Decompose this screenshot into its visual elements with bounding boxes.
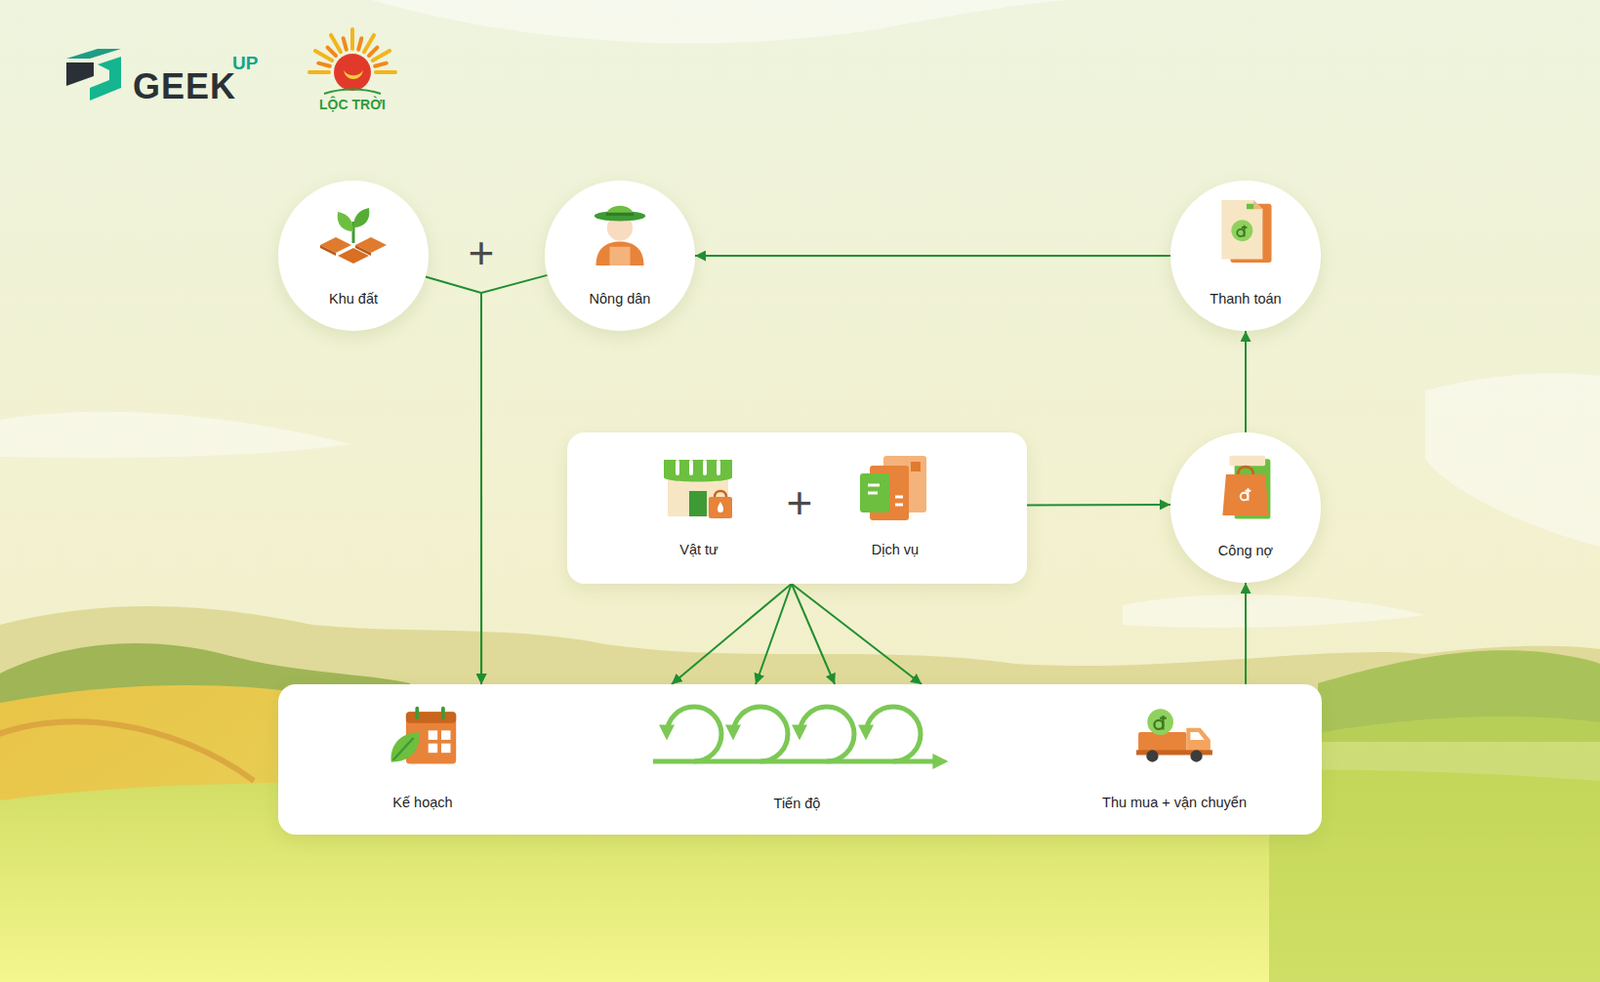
- flow-arrow: [1026, 503, 1171, 506]
- node-label: Công nợ: [1170, 540, 1321, 561]
- node-label: Dịch vụ: [831, 539, 959, 560]
- flow-arrow: [695, 254, 1171, 257]
- icon: [385, 703, 460, 771]
- plus-sign: +: [779, 480, 820, 526]
- flow-arrow: [755, 583, 792, 685]
- icon: [856, 453, 935, 523]
- purchase-step: Thu mua + vận chuyển: [1026, 684, 1322, 835]
- debt-circle: Công nợ: [1170, 432, 1321, 583]
- process-panel: Kế hoạchTiến độThu mua + vận chuyển: [278, 684, 1322, 835]
- icon: [567, 684, 1027, 835]
- node-label: Thanh toán: [1170, 288, 1321, 309]
- payment-circle: Thanh toán: [1170, 180, 1321, 331]
- logo-text: LỘC TRỜI: [298, 96, 407, 113]
- service-item: Dịch vụ: [831, 440, 959, 575]
- flow-arrow: [791, 583, 835, 685]
- farmer-circle: Nông dân: [544, 180, 696, 331]
- flow-arrow: [671, 583, 792, 685]
- node-label: Thu mua + vận chuyển: [1026, 792, 1322, 813]
- flow-arrow: [481, 275, 548, 685]
- icon: [585, 196, 655, 267]
- flow-arrow: [425, 276, 482, 685]
- logo-text: GEEK: [132, 66, 237, 108]
- flow-arrow: [1244, 582, 1247, 685]
- icon: [1214, 196, 1277, 269]
- node-label: Tiến độ: [567, 793, 1027, 814]
- plan-step: Kế hoạch: [278, 684, 568, 835]
- flow-arrow: [1244, 330, 1247, 433]
- progress-step: Tiến độ: [567, 684, 1027, 835]
- node-label: Nông dân: [544, 288, 696, 309]
- land-circle: Khu đất: [278, 180, 429, 331]
- icon: [314, 202, 393, 271]
- flow-arrow: [791, 583, 922, 685]
- logo-superscript: UP: [232, 52, 258, 75]
- plus-sign: +: [461, 230, 501, 276]
- node-label: Vật tư: [635, 539, 763, 560]
- node-label: Khu đất: [278, 288, 429, 309]
- icon: [1215, 453, 1276, 523]
- icon: [659, 453, 739, 523]
- supply-item: Vật tư: [635, 440, 763, 575]
- node-label: Kế hoạch: [278, 792, 568, 813]
- icon: [1134, 705, 1215, 767]
